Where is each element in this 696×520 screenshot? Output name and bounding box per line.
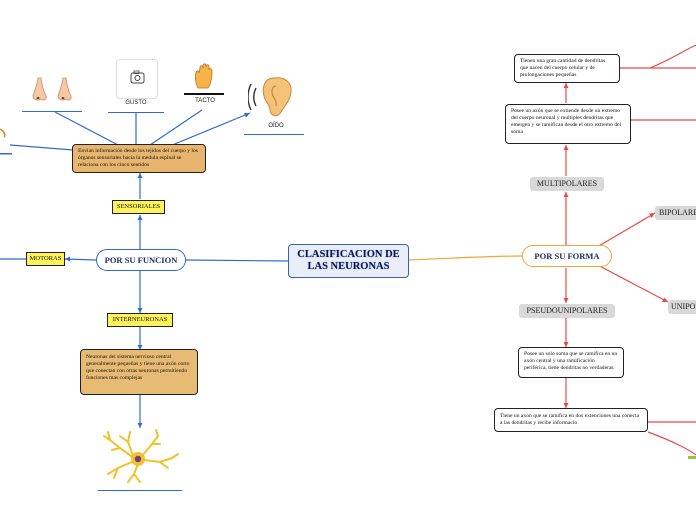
pseudounipolares-description-2-text: Tiene un axon que se ramifica en dos ext…: [500, 413, 639, 426]
gusto-icon-frame: [116, 59, 158, 99]
eye-icon: [0, 128, 12, 155]
pseudounipolares-description[interactable]: Posee un solo soma que se ramifica en un…: [518, 347, 624, 378]
neuron-underline: [98, 490, 182, 491]
nose-icon: [32, 77, 72, 101]
link-center-funcion: [185, 259, 289, 262]
ear-icon: [248, 77, 292, 117]
motoras-node[interactable]: MOTORAS: [26, 252, 65, 266]
oido-caption: OÍDO: [268, 123, 284, 129]
unipolares-node[interactable]: UNIPOLARES: [668, 300, 696, 314]
por-su-forma-label: POR SU FORMA: [534, 251, 600, 261]
por-su-funcion-label: POR SU FUNCION: [104, 255, 178, 265]
multipolares-description[interactable]: Posee un axón que se extiende desde un e…: [505, 104, 631, 144]
camera-icon: [130, 70, 145, 84]
nose-underline: [22, 111, 82, 112]
oido-underline: [244, 134, 304, 135]
pseudounipolares-description-2[interactable]: Tiene un axon que se ramifica en dos ext…: [494, 408, 648, 432]
bipolares-label: BIPOLARES: [659, 208, 696, 217]
multipolares-description-text: Posee un axón que se extiende desde un e…: [511, 108, 622, 135]
interneuronas-description[interactable]: Neuronas del sistema nervioso central ge…: [80, 349, 198, 395]
partial-image-marker: [688, 456, 696, 459]
interneuronas-label: INTERNEURONAS: [112, 316, 168, 323]
multipolares-node[interactable]: MULTIPOLARES: [530, 177, 604, 191]
gusto-caption: GUSTO: [125, 100, 147, 106]
tacto-caption: TACTO: [195, 98, 215, 104]
center-node[interactable]: CLASIFICACION DE LAS NEURONAS: [288, 244, 409, 278]
link-center-forma: [408, 255, 523, 261]
unipolares-label: UNIPOLARES: [671, 302, 696, 311]
link-funcion-motoras: [64, 258, 97, 261]
pseudounipolares-node[interactable]: PSEUDOUNIPOLARES: [519, 304, 615, 318]
sensoriales-node[interactable]: SENSORIALES: [112, 200, 165, 214]
gusto-underline: [108, 112, 164, 113]
interneuronas-description-text: Neuronas del sistema nervioso central ge…: [86, 354, 190, 381]
hand-icon: [195, 63, 213, 89]
neuron-icon: [103, 429, 179, 483]
pseudounipolares-label: PSEUDOUNIPOLARES: [526, 306, 608, 315]
motoras-label: MOTORAS: [29, 255, 62, 262]
multipolares-label: MULTIPOLARES: [536, 179, 598, 188]
multipolares-description-2[interactable]: Tienen una gran cantidad de dendritas qu…: [514, 54, 620, 83]
bipolares-node[interactable]: BIPOLARES: [655, 206, 696, 220]
sensoriales-label: SENSORIALES: [116, 203, 161, 210]
sensoriales-description[interactable]: Envian información desde los tejidos del…: [72, 144, 206, 173]
interneuronas-node[interactable]: INTERNEURONAS: [107, 313, 173, 327]
center-title: CLASIFICACION DE LAS NEURONAS: [297, 249, 400, 272]
sensoriales-description-text: Envian información desde los tejidos del…: [78, 148, 198, 168]
pseudounipolares-description-text: Posee un solo soma que se ramifica en un…: [524, 351, 618, 371]
multipolares-description-2-text: Tienen una gran cantidad de dendritas qu…: [520, 58, 606, 78]
por-su-forma-node[interactable]: POR SU FORMA: [522, 245, 612, 267]
tacto-underline: [184, 93, 224, 95]
por-su-funcion-node[interactable]: POR SU FUNCION: [96, 249, 186, 271]
